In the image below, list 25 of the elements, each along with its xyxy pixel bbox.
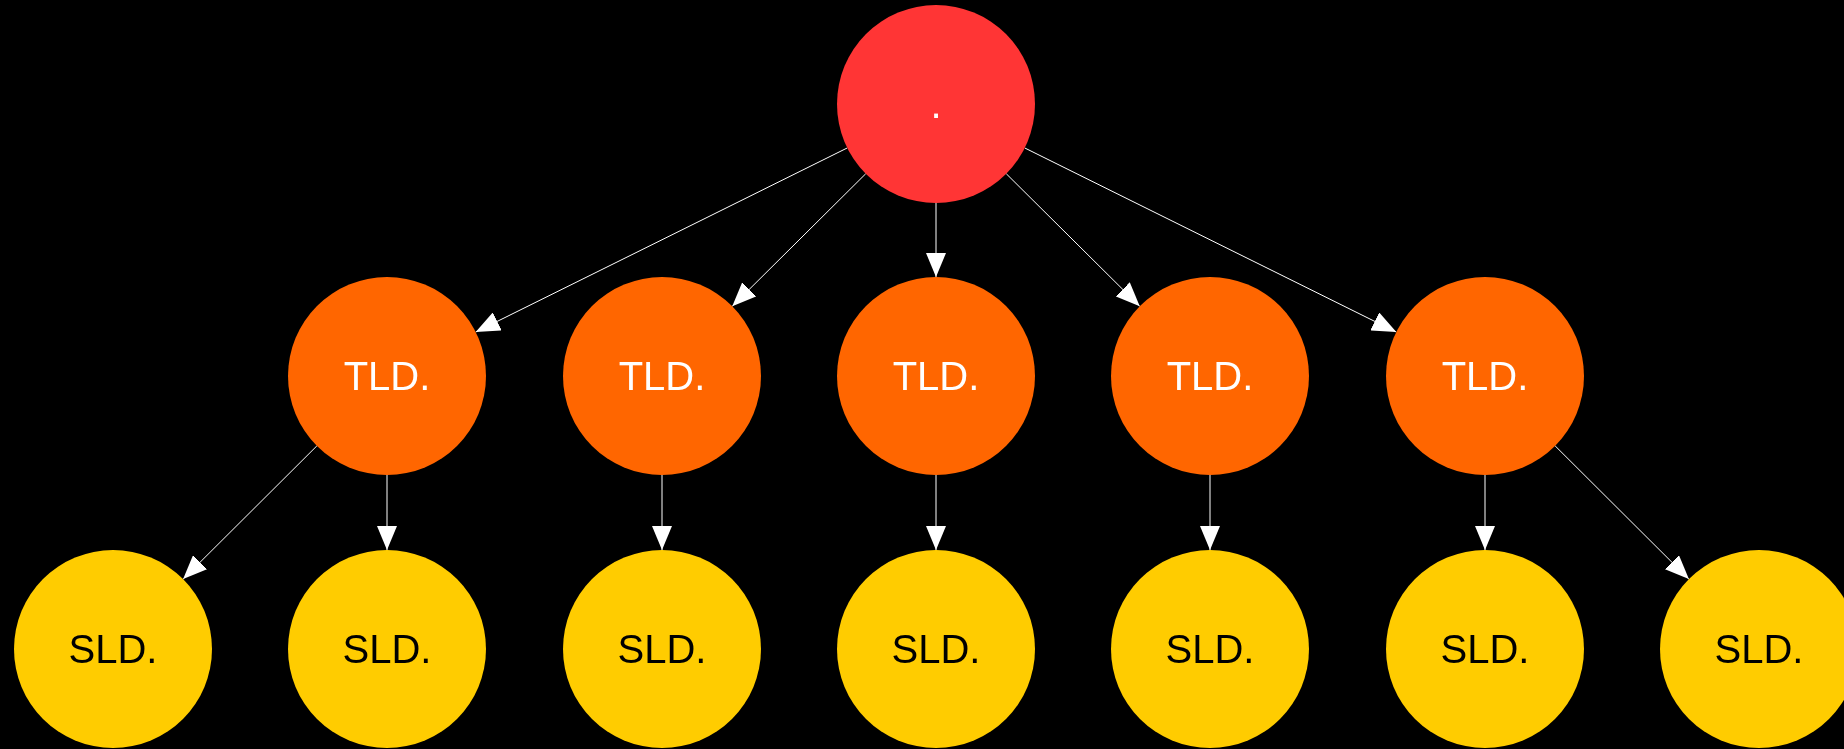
node-label: TLD. [1166,356,1254,396]
node-label: TLD. [892,356,980,396]
arrow [1554,445,1690,580]
arrow [475,147,848,333]
arrow [1024,147,1397,333]
arrow [652,474,672,551]
arrow [1005,173,1141,307]
arrow [1475,474,1495,551]
arrow [731,173,867,307]
node-label: SLD. [68,629,158,669]
node-label: TLD. [343,356,431,396]
node-label: SLD. [1440,629,1530,669]
arrow [182,445,318,580]
arrow [377,474,397,551]
arrow [926,474,946,551]
node-label: SLD. [1165,629,1255,669]
node-label: SLD. [342,629,432,669]
node-label: SLD. [891,629,981,669]
node-label: TLD. [1441,356,1529,396]
arrow [926,202,946,278]
node-label: SLD. [617,629,707,669]
node-label: TLD. [618,356,706,396]
node-label: SLD. [1714,629,1804,669]
node-label: . [930,84,942,124]
arrow [1200,474,1220,551]
